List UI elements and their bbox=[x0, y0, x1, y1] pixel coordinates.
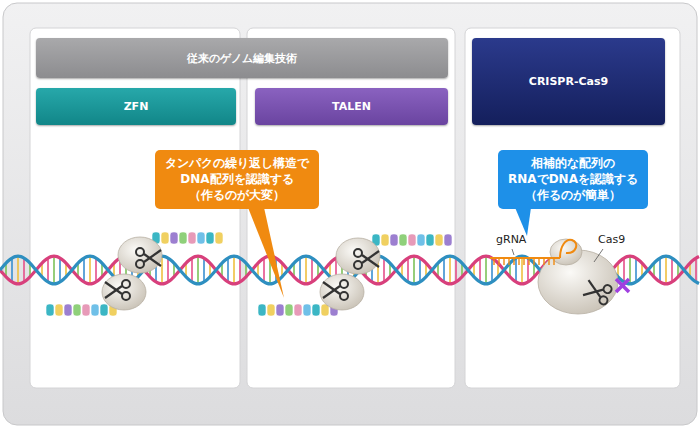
base-pair bbox=[95, 258, 97, 282]
base-pair bbox=[203, 258, 205, 282]
header-bar: CRISPR-Cas9 bbox=[472, 38, 665, 125]
base-pair bbox=[659, 258, 661, 282]
base-pair bbox=[413, 256, 415, 284]
bar-title: 従来のゲノム編集技術 bbox=[187, 51, 297, 66]
base-pair bbox=[419, 258, 421, 282]
part-label: gRNA bbox=[496, 233, 526, 246]
base-pair bbox=[623, 258, 625, 282]
base-pair bbox=[53, 256, 55, 284]
nuclease-protein bbox=[336, 238, 380, 274]
base-pair bbox=[17, 256, 19, 284]
base-pair bbox=[479, 258, 481, 282]
scissors-icon bbox=[354, 249, 379, 269]
outer-frame bbox=[3, 3, 697, 425]
callout-text: 相補的な配列の RNAでDNAを認識する （作るのが簡単） bbox=[508, 155, 638, 204]
base-pair bbox=[695, 258, 697, 282]
base-pair bbox=[311, 258, 313, 282]
base-pair bbox=[305, 256, 307, 284]
panel bbox=[465, 28, 680, 388]
base-pair bbox=[455, 258, 457, 282]
callout-pointer bbox=[515, 208, 531, 236]
recognition-domain bbox=[46, 304, 117, 316]
scissors-icon bbox=[105, 280, 130, 300]
base-pair bbox=[449, 256, 451, 284]
nuclease-protein bbox=[320, 274, 364, 310]
base-pair bbox=[515, 258, 517, 282]
base-pair bbox=[47, 258, 49, 282]
method-bar: ZFN bbox=[36, 88, 236, 125]
recognition-domain bbox=[258, 304, 338, 316]
base-pair bbox=[383, 258, 385, 282]
scissors-icon bbox=[582, 278, 612, 305]
base-pair bbox=[59, 258, 61, 282]
base-pair bbox=[299, 258, 301, 282]
header-bar: 従来のゲノム編集技術 bbox=[36, 38, 448, 78]
base-pair bbox=[83, 258, 85, 282]
base-pair bbox=[89, 256, 91, 284]
base-pair bbox=[485, 256, 487, 284]
part-label: Cas9 bbox=[598, 233, 625, 246]
base-pair bbox=[491, 258, 493, 282]
base-pair bbox=[671, 258, 673, 282]
base-pair bbox=[635, 258, 637, 282]
callout-box: 相補的な配列の RNAでDNAを認識する （作るのが簡単） bbox=[498, 150, 648, 209]
recognition-domain bbox=[152, 232, 223, 244]
base-pair bbox=[521, 256, 523, 284]
base-pair bbox=[443, 258, 445, 282]
base-pair bbox=[23, 258, 25, 282]
bar-title: ZFN bbox=[124, 100, 149, 113]
base-pair bbox=[263, 258, 265, 282]
callout-box: タンパクの繰り返し構造で DNA配列を認識する （作るのが大変） bbox=[155, 150, 319, 209]
base-pair bbox=[239, 258, 241, 282]
base-pair bbox=[527, 258, 529, 282]
recognition-domain bbox=[372, 234, 452, 246]
base-pair bbox=[197, 256, 199, 284]
scissors-icon bbox=[136, 248, 161, 268]
base-pair bbox=[407, 258, 409, 282]
leader-line bbox=[594, 249, 603, 262]
nuclease-protein bbox=[550, 239, 582, 265]
base-pair bbox=[233, 256, 235, 284]
method-bar: TALEN bbox=[255, 88, 448, 125]
base-pair bbox=[227, 258, 229, 282]
base-pair bbox=[191, 258, 193, 282]
base-pair bbox=[11, 258, 13, 282]
bar-title: CRISPR-Cas9 bbox=[529, 75, 608, 88]
base-pair bbox=[167, 258, 169, 282]
callout-text: タンパクの繰り返し構造で DNA配列を認識する （作るのが大変） bbox=[165, 155, 309, 204]
callout-pointer bbox=[248, 208, 284, 298]
nuclease-protein bbox=[118, 237, 162, 273]
base-pair bbox=[665, 256, 667, 284]
scissors-icon bbox=[323, 280, 348, 300]
leader-line bbox=[512, 249, 514, 255]
bar-title: TALEN bbox=[332, 100, 371, 113]
nuclease-protein bbox=[102, 274, 146, 310]
cut-site-mark bbox=[616, 279, 629, 292]
